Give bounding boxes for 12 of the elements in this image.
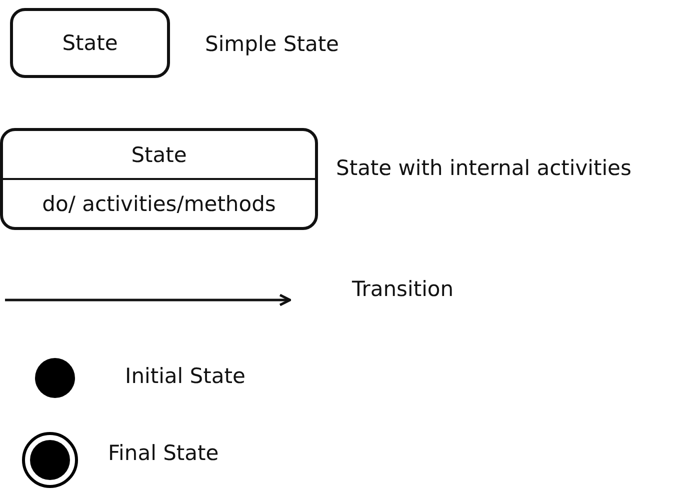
notation-caption: Final State <box>108 441 219 465</box>
state-activity: do/ activities/methods <box>42 192 276 216</box>
initial-state-dot <box>35 358 75 398</box>
notation-caption: State with internal activities <box>336 156 632 180</box>
state-name: State <box>131 142 187 166</box>
final-state-symbol <box>22 432 78 488</box>
state-name: State <box>62 31 118 55</box>
legend-label: Transition <box>352 277 454 301</box>
notation-caption: Initial State <box>125 364 246 388</box>
notation-caption: Simple State <box>205 32 339 56</box>
state-box <box>10 8 170 78</box>
state-box <box>0 128 318 230</box>
